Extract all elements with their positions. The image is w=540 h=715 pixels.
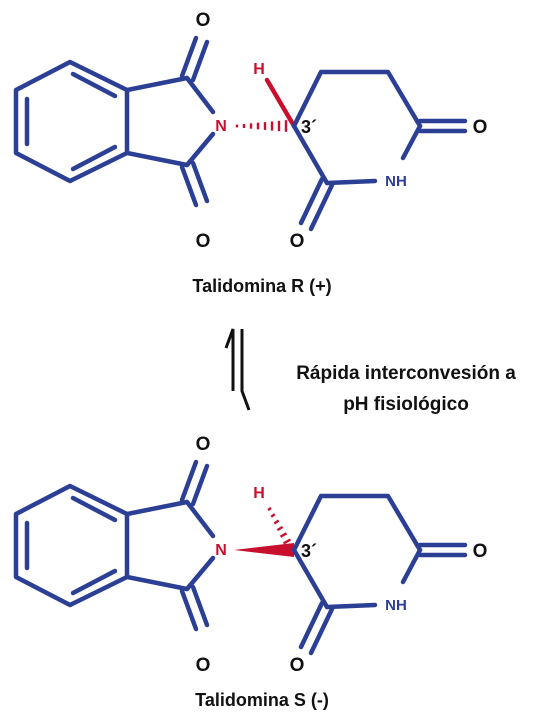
wedge-stereo-bond [234, 543, 294, 557]
molecule-r: O O N H 3´ O NH O Talidomina R (+) [13, 10, 488, 296]
oxygen-label: O [196, 655, 211, 676]
hydrogen-label: H [253, 61, 265, 78]
hydrogen-label: H [253, 485, 265, 502]
oxygen-label: O [290, 231, 305, 252]
caption-r: Talidomina R (+) [192, 276, 331, 296]
oxygen-label: O [290, 655, 305, 676]
stereocenter-label: 3´ [301, 117, 317, 137]
benzene-ring-s [13, 483, 130, 608]
stereocenter-label: 3´ [301, 541, 317, 561]
glutarimide-ring-r [291, 69, 468, 232]
nh-label: NH [385, 173, 407, 190]
hashed-c-h-bond [267, 506, 292, 545]
nitrogen-label: N [215, 542, 227, 559]
equilibrium-label-line2: pH fisiológico [343, 394, 469, 415]
benzene-ring-r [13, 59, 130, 184]
c-h-bond [264, 77, 297, 129]
oxygen-label: O [473, 117, 488, 138]
oxygen-label: O [473, 541, 488, 562]
hashed-stereo-bond [235, 120, 288, 132]
glutarimide-ring-s [291, 493, 468, 656]
oxygen-label: O [196, 10, 211, 31]
nh-label: NH [385, 597, 407, 614]
oxygen-label: O [196, 434, 211, 455]
nitrogen-label: N [215, 118, 227, 135]
molecule-s: O O N H 3´ O NH O Talidomina S (-) [13, 434, 488, 710]
equilibrium-label-line1: Rápida interconvesión a [296, 363, 516, 384]
imide-ring-r [124, 35, 216, 208]
oxygen-label: O [196, 231, 211, 252]
caption-s: Talidomina S (-) [195, 690, 329, 710]
imide-ring-s [124, 459, 216, 632]
equilibrium-arrows-icon [224, 328, 251, 411]
